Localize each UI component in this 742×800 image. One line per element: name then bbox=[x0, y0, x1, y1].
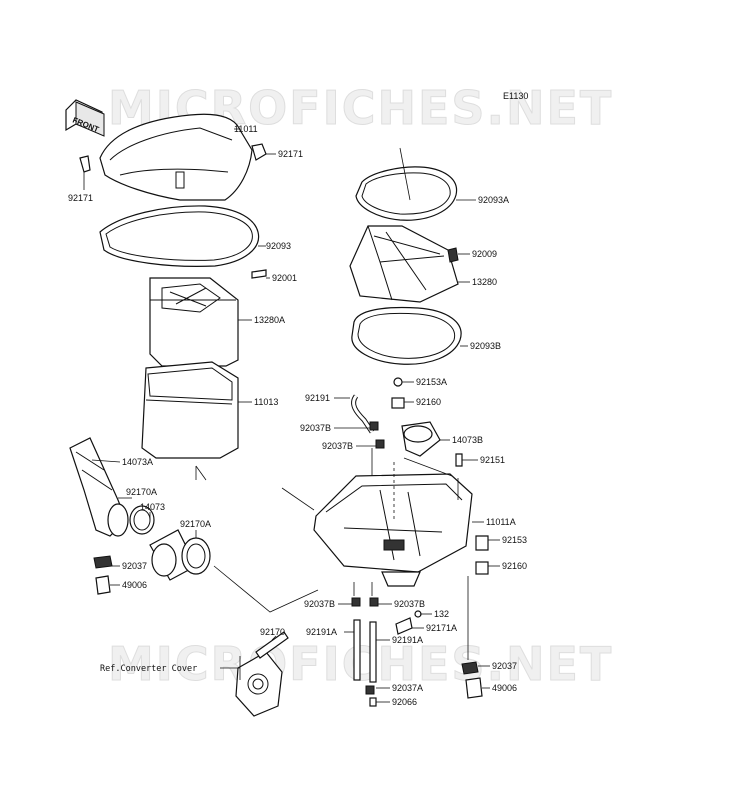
grommet-92160-bottom bbox=[475, 561, 489, 575]
plug-92153a bbox=[393, 377, 403, 387]
gasket-92093a bbox=[355, 166, 458, 221]
callout-92151: 92151 bbox=[480, 455, 505, 465]
callout-92037b-c: 92037B bbox=[304, 599, 335, 609]
clip-92171-right bbox=[251, 143, 267, 161]
callout-92037a: 92037A bbox=[392, 683, 423, 693]
callout-92037-right: 92037 bbox=[492, 661, 517, 671]
callout-92093b: 92093B bbox=[470, 341, 501, 351]
clip-92037a bbox=[365, 685, 375, 695]
callout-92037b-b: 92037B bbox=[322, 441, 353, 451]
plug-92153 bbox=[475, 535, 489, 551]
callout-92009: 92009 bbox=[472, 249, 497, 259]
callout-92191: 92191 bbox=[305, 393, 330, 403]
callout-92093a: 92093A bbox=[478, 195, 509, 205]
bolt-92009 bbox=[447, 247, 459, 263]
cap-49006-left bbox=[95, 575, 111, 595]
callout-92170: 92170 bbox=[260, 627, 285, 637]
ref-converter-cover-label: Ref.Converter Cover bbox=[100, 664, 197, 674]
callout-92171a: 92171A bbox=[426, 623, 457, 633]
callout-132: 132 bbox=[434, 609, 449, 619]
callout-92037-left: 92037 bbox=[122, 561, 147, 571]
clip-92037-right bbox=[461, 661, 479, 675]
front-arrow-icon: FRONT bbox=[65, 99, 105, 137]
callout-92001: 92001 bbox=[272, 273, 297, 283]
callout-labels: 11011 92171 92171 92093 92001 13280A 110… bbox=[68, 124, 527, 707]
element-holder-13280a bbox=[149, 277, 239, 367]
bolt-92170 bbox=[255, 631, 289, 659]
callout-11013: 11013 bbox=[254, 397, 278, 407]
callout-92170a-right: 92170A bbox=[180, 519, 211, 529]
callout-92066: 92066 bbox=[392, 697, 417, 707]
grommet-92160-top bbox=[391, 397, 405, 409]
callout-13280: 13280 bbox=[472, 277, 497, 287]
callout-49006-left: 49006 bbox=[122, 580, 147, 590]
cap-92066 bbox=[369, 697, 377, 707]
callout-92160-top: 92160 bbox=[416, 397, 441, 407]
gasket-92093 bbox=[99, 205, 260, 267]
duct-14073a bbox=[69, 437, 129, 537]
clip-92037b-d bbox=[369, 597, 379, 607]
element-holder-13280 bbox=[349, 225, 459, 303]
bolt-92001 bbox=[251, 269, 267, 279]
tube-92191a-b bbox=[369, 621, 377, 683]
callout-92170a-left: 92170A bbox=[126, 487, 157, 497]
clip-92171-left bbox=[79, 155, 91, 173]
callout-11011: 11011 bbox=[234, 124, 258, 134]
clip-92037-left bbox=[93, 555, 113, 569]
callout-14073a: 14073A bbox=[122, 457, 153, 467]
leader-lines bbox=[83, 128, 500, 703]
callout-92171-right: 92171 bbox=[278, 149, 303, 159]
clip-92037b-c bbox=[351, 597, 361, 607]
callout-92160-bottom: 92160 bbox=[502, 561, 527, 571]
filter-element-11013 bbox=[141, 361, 239, 459]
callout-14073: 14073 bbox=[140, 502, 165, 512]
callout-92153a: 92153A bbox=[416, 377, 447, 387]
callout-92037b-a: 92037B bbox=[300, 423, 331, 433]
callout-92191a-b: 92191A bbox=[392, 635, 423, 645]
intake-14073b bbox=[401, 421, 441, 457]
callout-49006-right: 49006 bbox=[492, 683, 517, 693]
cap-49006-right bbox=[465, 677, 483, 699]
callout-14073b: 14073B bbox=[452, 435, 483, 445]
diagram-id: E1130 bbox=[503, 91, 528, 101]
callout-11011a: 11011A bbox=[486, 517, 516, 527]
callout-92191a-a: 92191A bbox=[306, 627, 337, 637]
air-cleaner-cover bbox=[99, 113, 253, 201]
clamp-92170a-right bbox=[181, 537, 211, 575]
bolt-92151 bbox=[455, 453, 463, 467]
callout-92093: 92093 bbox=[266, 241, 291, 251]
callout-92037b-d: 92037B bbox=[394, 599, 425, 609]
clip-92037b-b bbox=[375, 439, 385, 449]
air-cleaner-case-11011a bbox=[313, 473, 473, 587]
clip-92037b-a bbox=[369, 421, 379, 431]
callout-92153: 92153 bbox=[502, 535, 527, 545]
tube-92191a-a bbox=[353, 619, 361, 681]
clamp-92171a bbox=[395, 617, 413, 635]
callout-13280a: 13280A bbox=[254, 315, 285, 325]
gasket-92093b bbox=[351, 306, 462, 365]
callout-92171-left: 92171 bbox=[68, 193, 93, 203]
